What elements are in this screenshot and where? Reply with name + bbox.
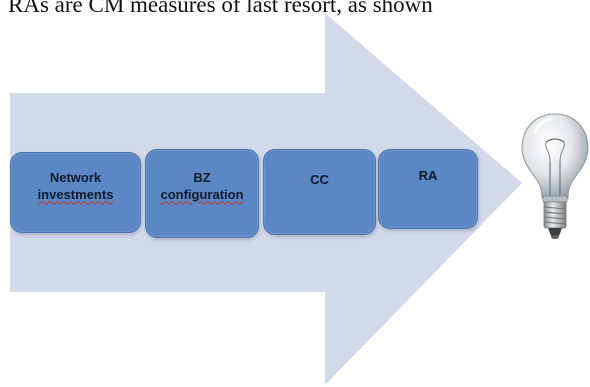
step-network-investments: Network investments xyxy=(10,152,141,233)
caption-text: RAs are CM measures of last resort, as s… xyxy=(8,0,433,17)
step-ra: RA xyxy=(378,149,478,229)
step-bz-configuration-line1: BZ xyxy=(193,170,211,186)
step-ra-label: RA xyxy=(418,167,438,183)
step-cc: CC xyxy=(263,149,376,235)
step-network-investments-line2: investments xyxy=(37,186,114,202)
step-bz-configuration-line2: configuration xyxy=(160,186,244,202)
step-network-investments-line1: Network xyxy=(49,170,102,186)
step-bz-configuration: BZ configuration xyxy=(145,149,259,238)
light-bulb-icon xyxy=(521,113,589,239)
step-cc-label: CC xyxy=(310,171,329,187)
